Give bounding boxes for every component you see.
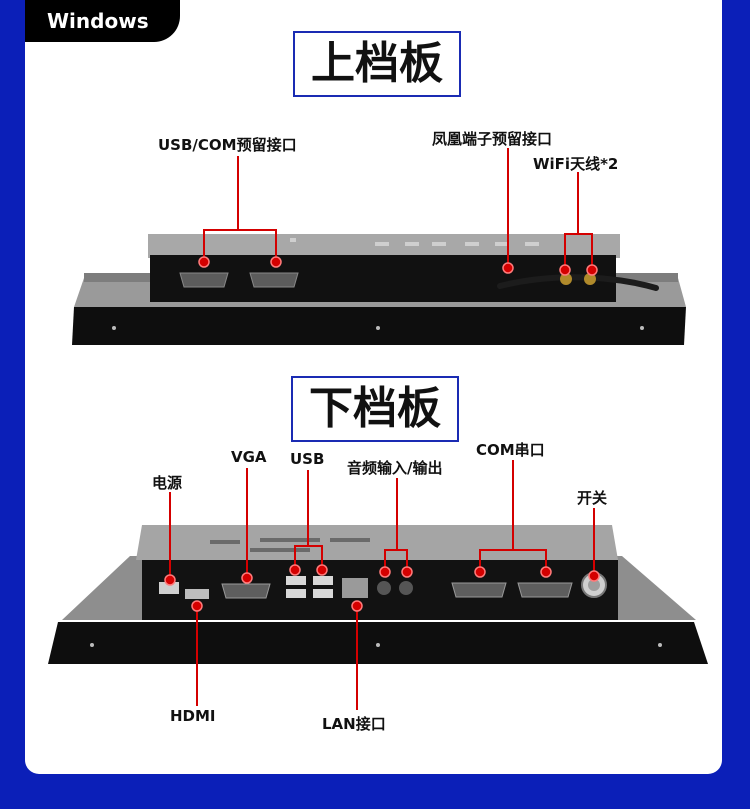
label-power: 电源 — [152, 474, 183, 492]
callout-lines — [169, 148, 595, 710]
label-usb: USB — [290, 450, 325, 468]
label-lan: LAN接口 — [322, 715, 386, 733]
label-switch: 开关 — [577, 489, 608, 507]
callout-dots — [164, 256, 600, 612]
bottom-section-title: 下档板 — [291, 376, 459, 442]
os-tag: Windows — [25, 0, 180, 42]
label-wifi-antenna: WiFi天线*2 — [533, 155, 619, 173]
top-panel — [72, 234, 686, 345]
label-com: COM串口 — [476, 441, 545, 459]
bottom-panel — [48, 525, 708, 664]
label-audio: 音频输入/输出 — [347, 459, 443, 477]
label-usb-com-reserved: USB/COM预留接口 — [158, 136, 297, 154]
label-vga: VGA — [231, 448, 267, 466]
label-phoenix-reserved: 凤凰端子预留接口 — [432, 130, 553, 148]
label-hdmi: HDMI — [170, 707, 216, 725]
top-section-title: 上档板 — [293, 31, 461, 97]
